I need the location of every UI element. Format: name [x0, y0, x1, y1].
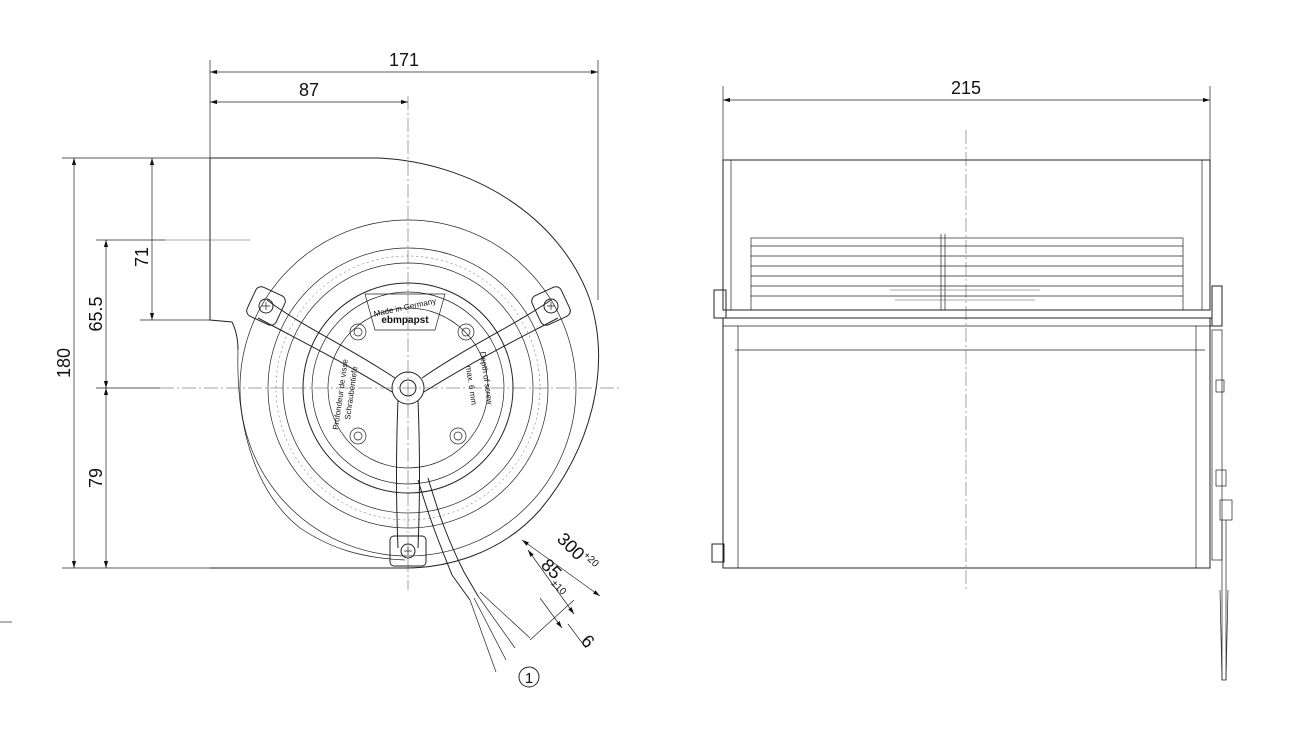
dim-171: 171: [389, 50, 419, 70]
dim-line-6: [539, 597, 563, 629]
side-view: 215: [711, 78, 1233, 681]
bracket-left: [246, 286, 286, 326]
bracket-right: [531, 286, 571, 326]
dim-71: 71: [132, 247, 152, 267]
side-connectors: [1211, 329, 1233, 681]
housing-lower-left: [237, 349, 406, 561]
dim-6: 6: [577, 631, 598, 652]
depth-right-text-1: Depth of screw: [478, 351, 494, 405]
dim-65-5: 65.5: [86, 296, 106, 331]
flange-left: [713, 289, 727, 319]
housing-outline: [210, 157, 599, 569]
motor-screw-2-icon: [457, 323, 475, 341]
callout-label: 1: [525, 670, 533, 687]
dim-line-85: [527, 549, 575, 615]
label-plate: [364, 293, 446, 331]
housing-top: [722, 159, 1211, 311]
dim-87: 87: [299, 80, 319, 100]
impeller-grille: [750, 234, 1184, 311]
dim-79: 79: [86, 468, 106, 488]
outlet-edge: [209, 158, 239, 351]
housing-bottom: [722, 317, 1211, 569]
depth-right-text-2: max. 6 mm: [464, 365, 478, 406]
foot-left: [711, 543, 725, 563]
motor-screw-1-icon: [349, 323, 367, 341]
dim-215: 215: [951, 78, 981, 98]
motor-screw-4-icon: [449, 427, 467, 445]
motor-screw-3-icon: [349, 427, 367, 445]
flange-right: [1211, 285, 1223, 327]
dim-180: 180: [54, 348, 74, 378]
cable: [417, 477, 531, 673]
screw-left-icon: [258, 298, 274, 314]
dim-85: 85±10: [534, 555, 577, 598]
screw-right-icon: [543, 298, 559, 314]
callout-circle: [518, 666, 540, 688]
front-view: Made in Germany ebmpapst: [0, 50, 620, 688]
brand-label: ebmpapst: [381, 315, 429, 326]
